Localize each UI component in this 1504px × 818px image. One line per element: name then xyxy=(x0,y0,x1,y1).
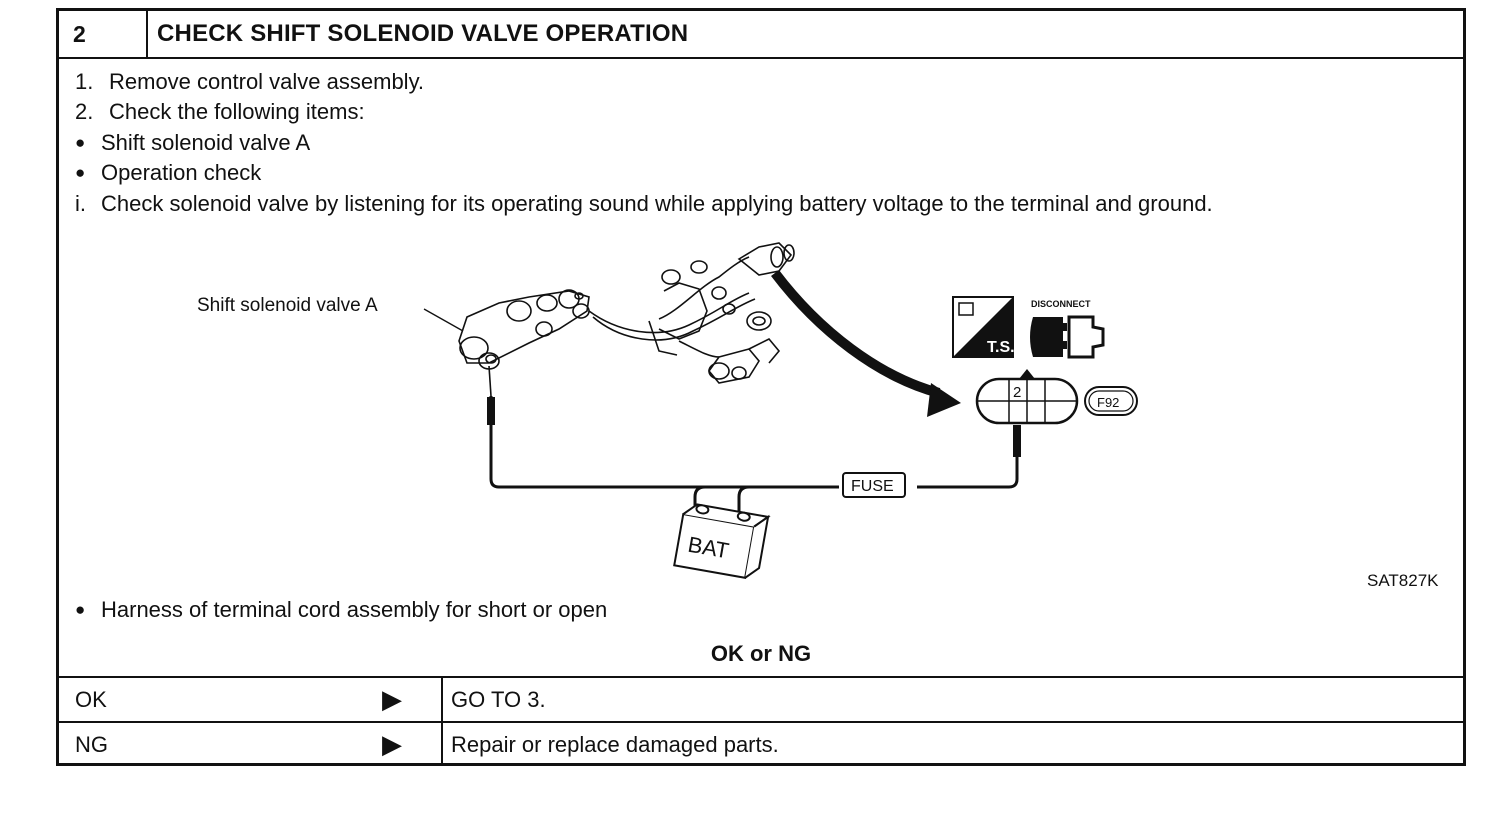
step-header: 2 CHECK SHIFT SOLENOID VALVE OPERATION xyxy=(59,11,1463,59)
result-label: NG xyxy=(75,732,108,757)
row-divider xyxy=(441,678,443,721)
fuse-label: FUSE xyxy=(851,478,894,495)
result-title: OK or NG xyxy=(710,641,812,666)
terminal-number: 2 xyxy=(1013,384,1021,401)
ts-label: T.S. xyxy=(987,339,1015,356)
sub-step-i: i. Check solenoid valve by listening for … xyxy=(75,191,1213,217)
instruction-step-1: 1. Remove control valve assembly. xyxy=(75,69,424,95)
connector-label: F92 xyxy=(1097,395,1119,410)
solenoid-valve-body-illustration xyxy=(458,242,795,397)
step-title: CHECK SHIFT SOLENOID VALVE OPERATION xyxy=(157,20,689,47)
callout-label: Shift solenoid valve A xyxy=(197,295,378,316)
sub-i-text: Check solenoid valve by listening for it… xyxy=(101,191,1213,216)
circuit-wires xyxy=(489,396,1019,511)
bullet-harness: ● Harness of terminal cord assembly for s… xyxy=(75,597,607,623)
result-action: GO TO 3. xyxy=(451,687,546,712)
ts-icon: T.S. xyxy=(952,296,1015,358)
sub-i-marker: i. xyxy=(75,191,86,216)
result-row-ok: OK ▶ GO TO 3. xyxy=(59,676,1463,721)
bullet-operation-check: ● Operation check xyxy=(75,160,261,186)
arrow-right-icon: ▶ xyxy=(382,729,402,759)
step-number: 2 xyxy=(59,11,148,57)
bullet-marker: ● xyxy=(75,600,86,619)
figure-code: SAT827K xyxy=(1367,571,1439,590)
bullet-marker: ● xyxy=(75,163,86,182)
step-1-text: Remove control valve assembly. xyxy=(109,69,425,94)
result-action: Repair or replace damaged parts. xyxy=(451,732,779,757)
bullet-marker: ● xyxy=(75,133,86,152)
result-label: OK xyxy=(75,687,107,712)
fuse-symbol: FUSE xyxy=(842,472,906,498)
instruction-step-2: 2. Check the following items: xyxy=(75,99,365,125)
bullet-2-text: Operation check xyxy=(101,160,262,185)
connector-f92: 2 F92 xyxy=(975,369,1138,425)
arrow-right-icon: ▶ xyxy=(382,684,402,714)
disconnect-label: DISCONNECT xyxy=(1031,299,1091,309)
step-1-marker: 1. xyxy=(75,69,94,94)
wiring-diagram: Shift solenoid valve A T.S. DISCONNECT xyxy=(197,242,1439,590)
bullet-3-text: Harness of terminal cord assembly for sh… xyxy=(101,597,608,622)
bullet-1-text: Shift solenoid valve A xyxy=(101,130,311,155)
bullet-shift-solenoid: ● Shift solenoid valve A xyxy=(75,130,310,156)
battery-symbol: BAT xyxy=(673,503,771,579)
result-row-ng: NG ▶ Repair or replace damaged parts. xyxy=(59,721,1463,766)
row-divider xyxy=(441,723,443,766)
step-2-text: Check the following items: xyxy=(109,99,365,124)
step-2-marker: 2. xyxy=(75,99,94,124)
disconnect-icon: DISCONNECT xyxy=(1030,299,1105,359)
procedure-box: 2 CHECK SHIFT SOLENOID VALVE OPERATION 1… xyxy=(56,8,1466,766)
